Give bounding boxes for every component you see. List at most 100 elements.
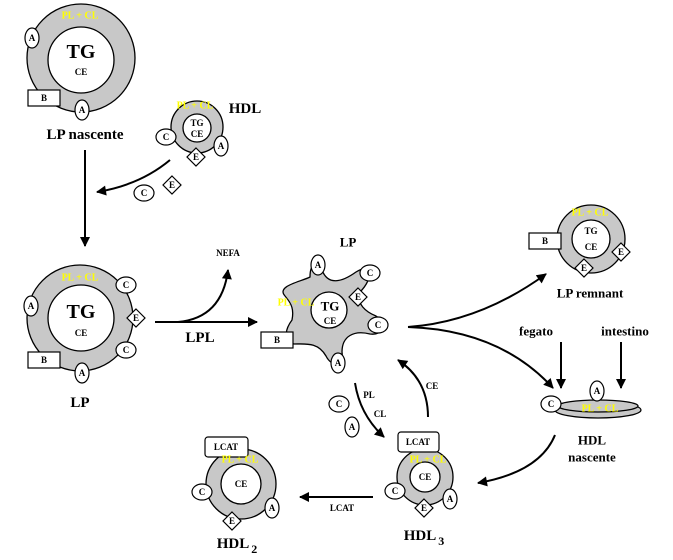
- pl-cl-label: PL + CL: [582, 404, 619, 415]
- apoprotein-a: A: [264, 497, 280, 519]
- apoprotein-label: C: [548, 399, 555, 409]
- apoprotein-b: B: [528, 232, 562, 250]
- hdl-nascente-particle: PL + CL: [554, 399, 642, 419]
- apoprotein-label: E: [193, 152, 199, 162]
- tg-label: TG: [67, 41, 96, 63]
- apoprotein-label: A: [28, 301, 35, 311]
- apoprotein-label: B: [41, 93, 47, 103]
- tg-label: TG: [584, 226, 597, 236]
- ce-label: CE: [324, 316, 337, 326]
- apoprotein-label: E: [421, 503, 427, 513]
- ce-label: CE: [75, 328, 88, 338]
- apoprotein-c: C: [367, 316, 389, 334]
- pl-cl-arrow: [354, 382, 385, 438]
- apoprotein-b: B: [260, 331, 294, 349]
- apoprotein-label: A: [218, 141, 225, 151]
- lcat-label: LCAT: [214, 442, 238, 452]
- hdl2-particle: LCAT PL + CL CE: [204, 436, 277, 520]
- pl-arrow-label: PL: [363, 390, 375, 400]
- apoprotein-label: C: [163, 132, 170, 142]
- nefa-label: NEFA: [216, 248, 240, 258]
- tg-label: TG: [190, 118, 203, 128]
- apoprotein-label: C: [375, 320, 382, 330]
- ce-label: CE: [75, 67, 88, 77]
- tg-label: TG: [321, 299, 340, 314]
- apoprotein-a: A: [24, 27, 40, 49]
- hdl-nascente-label-2: nascente: [568, 450, 616, 465]
- apoprotein-label: A: [315, 260, 322, 270]
- apoprotein-e: E: [162, 175, 182, 195]
- pl-cl-label: PL + CL: [222, 455, 259, 466]
- apoprotein-label: E: [581, 263, 587, 273]
- apoprotein-label: C: [123, 280, 130, 290]
- apoprotein-a: A: [344, 416, 360, 438]
- apoprotein-label: C: [367, 268, 374, 278]
- apoprotein-e: E: [414, 498, 434, 518]
- nefa-arrow: [177, 269, 232, 323]
- apoprotein-label: E: [169, 180, 175, 190]
- lp-remnant-particle: PL + CL TG CE: [556, 204, 626, 274]
- cl-arrow-label: CL: [374, 409, 387, 419]
- apoprotein-e: E: [126, 308, 146, 328]
- lp-particle: PL + CL TG CE: [26, 264, 134, 372]
- pl-cl-label: PL + CL: [177, 101, 214, 112]
- lcat-arrow-label: LCAT: [330, 503, 354, 513]
- lp-remnant-label: LP remnant: [557, 286, 624, 301]
- lp-label: LP: [70, 395, 89, 411]
- apoprotein-b: B: [27, 89, 61, 107]
- ce-label: CE: [235, 479, 248, 489]
- lcat-box: [397, 431, 440, 453]
- ce-arrow-label: CE: [426, 381, 439, 391]
- apoprotein-e: E: [222, 511, 242, 531]
- apoprotein-c: C: [359, 264, 381, 282]
- apoprotein-b: B: [27, 351, 61, 369]
- pl-cl-label: PL + CL: [278, 298, 315, 309]
- apoprotein-c: C: [133, 184, 155, 202]
- to-hdl3-arrow: [477, 434, 556, 487]
- apoprotein-label: A: [79, 105, 86, 115]
- lpl-label: LPL: [185, 330, 214, 346]
- pl-cl-label: PL + CL: [62, 11, 99, 22]
- apoprotein-c: C: [328, 395, 350, 413]
- apoprotein-c: C: [384, 482, 406, 500]
- hdl-label: HDL: [229, 101, 262, 117]
- apoprotein-a: A: [23, 295, 39, 317]
- apoprotein-label: A: [447, 494, 454, 504]
- apoprotein-label: A: [29, 33, 36, 43]
- apoprotein-label: B: [542, 236, 548, 246]
- apoprotein-label: E: [133, 313, 139, 323]
- apoprotein-label: B: [41, 355, 47, 365]
- apoprotein-a: A: [330, 352, 346, 374]
- apoprotein-label: A: [269, 503, 276, 513]
- hdl3-particle: LCAT PL + CL CE: [396, 431, 454, 506]
- apoprotein-a: A: [442, 488, 458, 510]
- apoprotein-a: A: [74, 99, 90, 121]
- apoprotein-e: E: [611, 242, 631, 262]
- apoprotein-e: E: [186, 147, 206, 167]
- hdl-nascente-label-1: HDL: [578, 433, 607, 448]
- apoprotein-label: C: [123, 345, 130, 355]
- apoprotein-label: A: [349, 422, 356, 432]
- transfer-arrow: [96, 159, 171, 196]
- ce-label: CE: [585, 242, 598, 252]
- apoprotein-label: E: [618, 247, 624, 257]
- apoprotein-c: C: [540, 395, 562, 413]
- apoprotein-label: E: [355, 292, 361, 302]
- to-remnant-arrow: [407, 273, 547, 328]
- apoprotein-c: C: [115, 276, 137, 294]
- lp-nascente-particle: PL + CL TG CE: [26, 3, 136, 113]
- apoprotein-label: A: [335, 358, 342, 368]
- apoprotein-label: A: [594, 386, 601, 396]
- apoprotein-label: E: [229, 516, 235, 526]
- apoprotein-a: A: [213, 135, 229, 157]
- to-hdl-nascente-arrow: [407, 326, 554, 389]
- ce-arrow: [397, 359, 429, 418]
- lp-nascente-label: LP nascente: [46, 127, 123, 143]
- lcat-box: [204, 436, 249, 458]
- apoprotein-c: C: [191, 483, 213, 501]
- pl-cl-label: PL + CL: [410, 455, 447, 466]
